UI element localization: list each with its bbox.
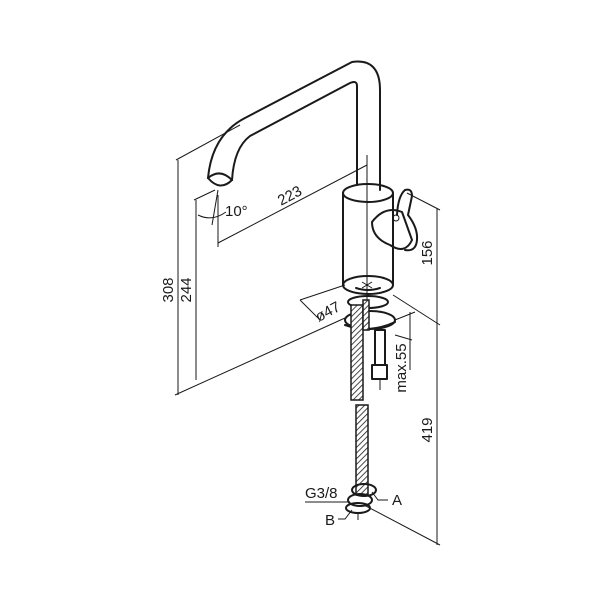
dim-max-55: max.55 (393, 343, 410, 392)
spout (207, 60, 381, 191)
faucet-body (342, 183, 394, 295)
dimension-lines (174, 124, 441, 546)
dim-244: 244 (178, 277, 195, 302)
dim-308: 308 (160, 277, 177, 302)
dim-diameter-47: ø47 (312, 298, 343, 325)
thread-g3-8: G3/8 (305, 485, 338, 502)
dim-223: 223 (275, 183, 305, 210)
dim-10-degrees: 10° (225, 203, 248, 220)
dim-156: 156 (419, 240, 436, 265)
lever-handle (371, 188, 419, 252)
dim-419: 419 (419, 417, 436, 442)
callout-b: B (325, 512, 335, 529)
callout-a: A (392, 492, 402, 509)
supply-hoses (350, 299, 388, 496)
